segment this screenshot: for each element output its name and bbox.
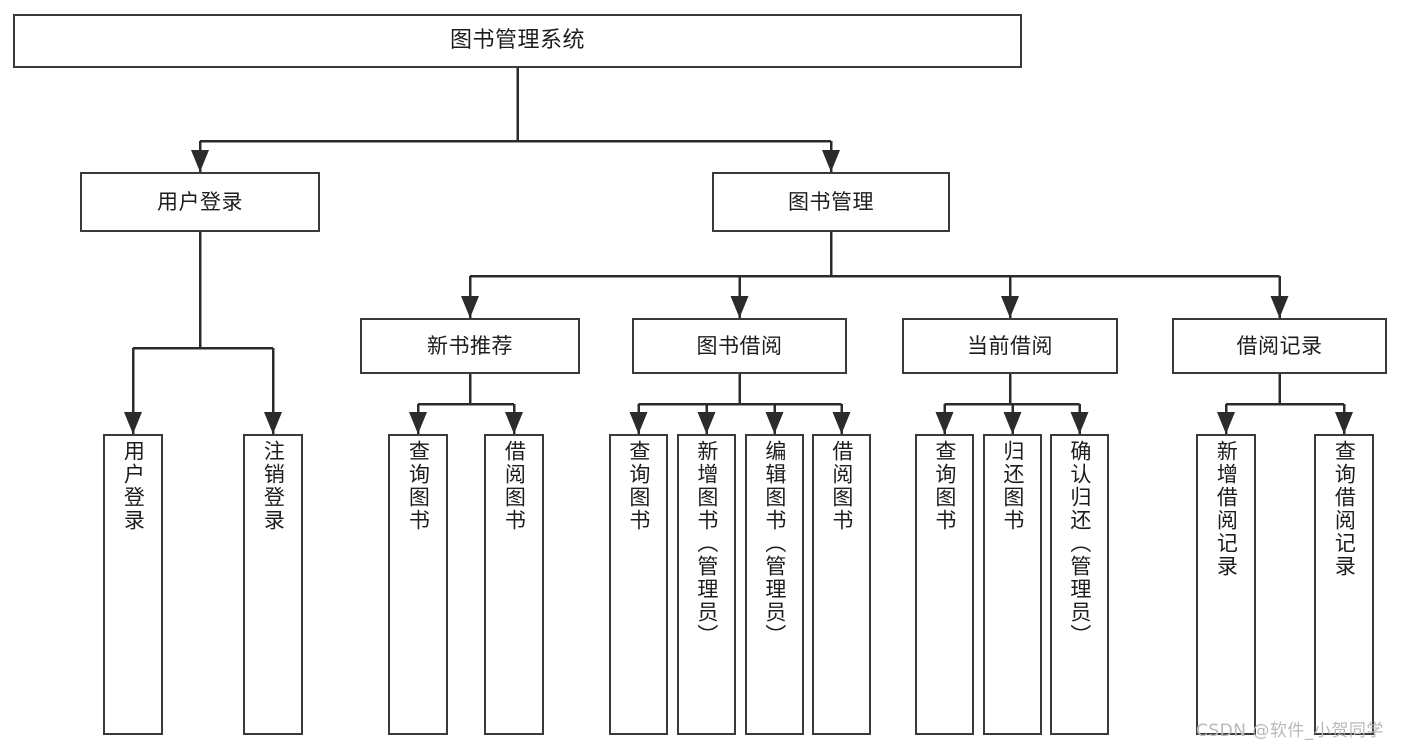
node-l-edit: 编辑图书（管理员） [745,434,804,735]
arrow-head [765,412,784,434]
node-label: 查询图书 [406,440,431,532]
arrow-head [1003,412,1022,434]
arrow-head [697,412,716,434]
node-l-login: 用户登录 [103,434,163,735]
arrow-head [1270,296,1289,318]
node-label: 注销登录 [261,440,286,532]
node-label: 编辑图书（管理员） [762,440,787,647]
arrow-head [629,412,648,434]
node-l-query2: 查询图书 [609,434,668,735]
node-l-return: 归还图书 [983,434,1042,735]
node-label: 图书管理 [788,189,874,214]
arrow-head [832,412,851,434]
arrow-head [935,412,954,434]
node-records: 借阅记录 [1172,318,1387,374]
node-label: 用户登录 [157,189,243,214]
node-label: 借阅图书 [829,440,854,532]
node-label: 查询图书 [932,440,957,532]
node-l-query3: 查询图书 [915,434,974,735]
arrow-head [264,412,282,434]
node-label: 图书借阅 [696,333,783,358]
node-newbook: 新书推荐 [360,318,580,374]
node-label: 用户登录 [121,440,146,532]
node-label: 当前借阅 [967,333,1053,358]
arrow-head [124,412,142,434]
node-label: 查询图书 [626,440,651,532]
node-label: 新书推荐 [427,333,513,358]
arrow-head [1070,412,1089,434]
arrow-head [1001,296,1019,318]
node-l-borrow1: 借阅图书 [484,434,544,735]
node-root: 图书管理系统 [13,14,1022,68]
node-label: 借阅图书 [502,440,527,532]
node-borrow: 图书借阅 [632,318,847,374]
watermark: CSDN @软件_小贺同学 [1196,721,1384,741]
node-l-borrow2: 借阅图书 [812,434,871,735]
arrow-head [409,412,427,434]
node-l-confirm: 确认归还（管理员） [1050,434,1109,735]
arrow-head [822,150,840,172]
node-current: 当前借阅 [902,318,1118,374]
node-label: 确认归还（管理员） [1067,440,1092,647]
arrow-head [1335,412,1353,434]
node-label: 查询借阅记录 [1332,440,1357,578]
arrow-head [1217,412,1235,434]
arrow-head [505,412,523,434]
node-bookmgmt: 图书管理 [712,172,950,232]
arrow-head [461,296,479,318]
node-l-queryrec: 查询借阅记录 [1314,434,1374,735]
arrow-head [191,150,209,172]
node-label: 新增图书（管理员） [694,440,719,647]
node-label: 借阅记录 [1236,333,1323,358]
node-l-query1: 查询图书 [388,434,448,735]
arrow-head [730,296,749,318]
node-label: 新增借阅记录 [1214,440,1239,578]
node-l-add: 新增图书（管理员） [677,434,736,735]
node-login: 用户登录 [80,172,320,232]
node-l-logout: 注销登录 [243,434,303,735]
node-l-addrec: 新增借阅记录 [1196,434,1256,735]
node-label: 归还图书 [1000,440,1025,532]
node-label: 图书管理系统 [449,28,585,54]
